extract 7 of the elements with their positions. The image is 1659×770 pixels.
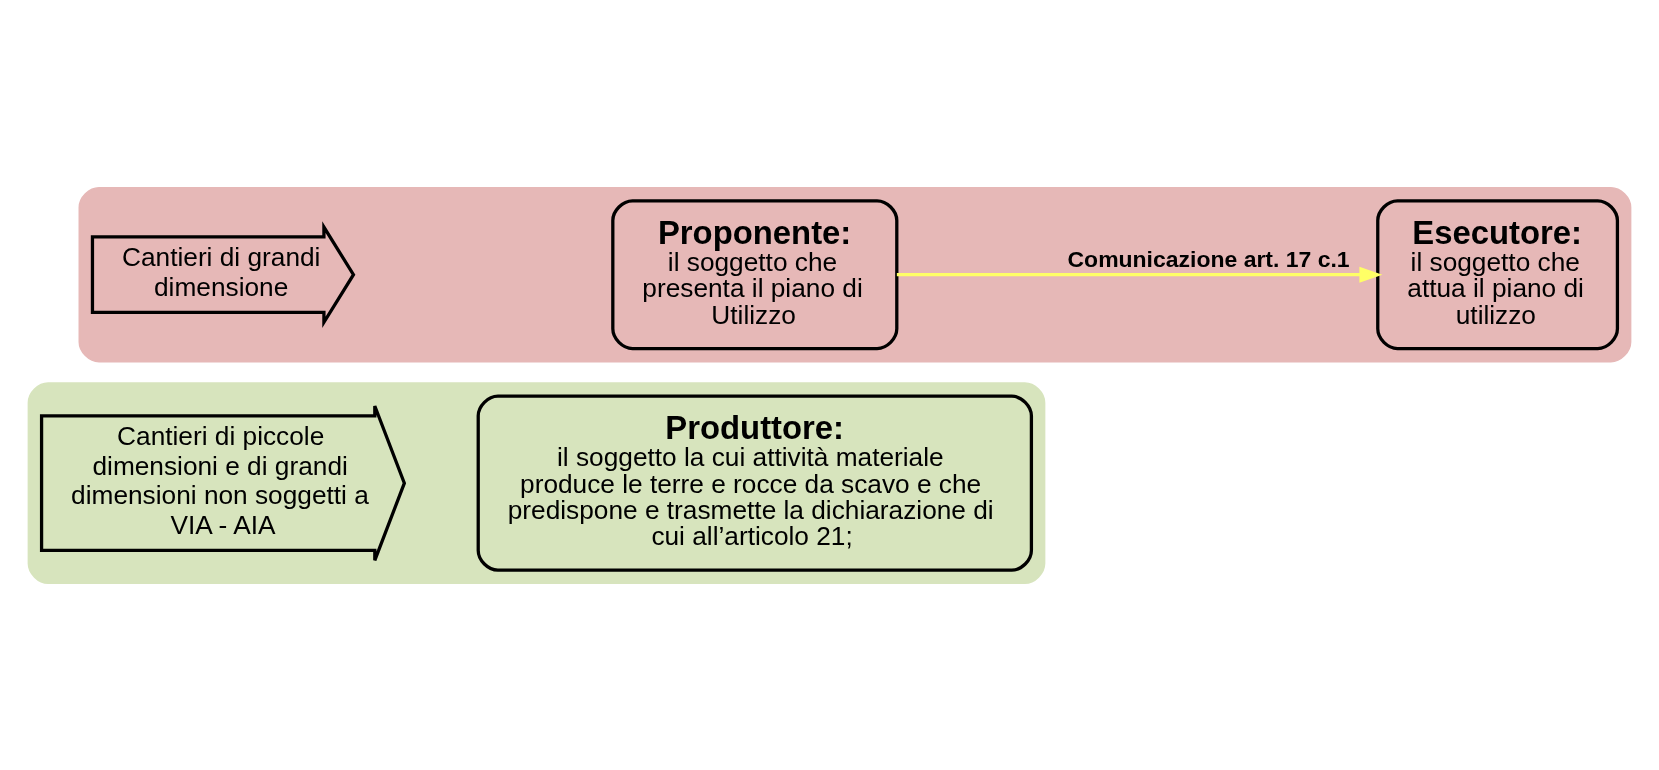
node-box: Proponente: il soggetto che presenta il piano di Utilizzo [611, 198, 899, 350]
node-box: Esecutore: il soggetto che attua il piano di utilizzo [1376, 198, 1620, 350]
node-box: Produttore: il soggetto la cui attività materiale produce le terre e rocce da scavo e che predispone e trasmette la dichiarazione di cui all’articolo 21; [476, 394, 1034, 572]
arrow [896, 266, 1383, 283]
edge-label: Comunicazione art. 17 c.1 [1067, 245, 1350, 272]
cluster [78, 186, 1632, 362]
cluster [27, 381, 1046, 584]
